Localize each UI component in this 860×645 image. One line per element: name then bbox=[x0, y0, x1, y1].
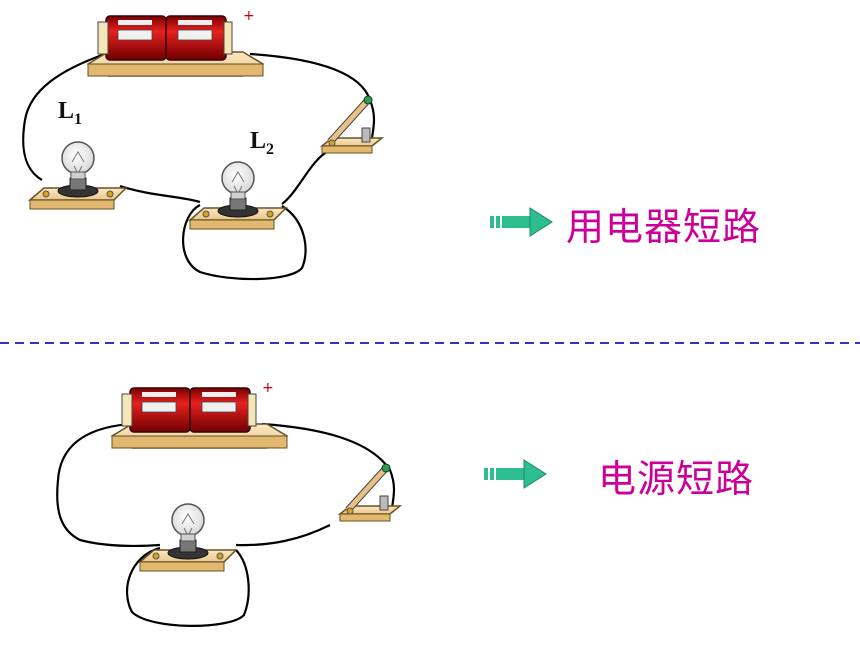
bulb-l1-letter: L bbox=[58, 98, 75, 124]
bulb-l1-label: L1 bbox=[58, 98, 82, 129]
bottom-battery-pack bbox=[111, 387, 288, 449]
bottom-circuit: + bbox=[56, 380, 547, 627]
caption-source-short: 电源短路 bbox=[598, 457, 755, 501]
bottom-arrow-icon bbox=[483, 459, 547, 489]
top-bulb-l1 bbox=[29, 141, 127, 210]
bulb-l2-label: L2 bbox=[250, 128, 274, 159]
bottom-wire bbox=[56, 422, 396, 548]
top-short-wire bbox=[182, 204, 307, 281]
top-wire bbox=[22, 52, 376, 205]
bottom-bulb bbox=[139, 503, 237, 572]
top-arrow-icon bbox=[489, 207, 553, 237]
top-bulb-l2 bbox=[189, 161, 287, 230]
plus-sign-bottom: + bbox=[262, 380, 274, 396]
plus-sign-top: + bbox=[243, 8, 255, 24]
top-circuit: + bbox=[22, 8, 553, 281]
bulb-l1-subscript: 1 bbox=[74, 110, 83, 128]
bulb-l2-subscript: 2 bbox=[266, 140, 275, 158]
top-battery-pack bbox=[87, 15, 264, 77]
caption-appliance-short: 用电器短路 bbox=[566, 205, 762, 249]
bulb-l2-letter: L bbox=[250, 128, 267, 154]
bottom-short-wire bbox=[125, 546, 250, 627]
